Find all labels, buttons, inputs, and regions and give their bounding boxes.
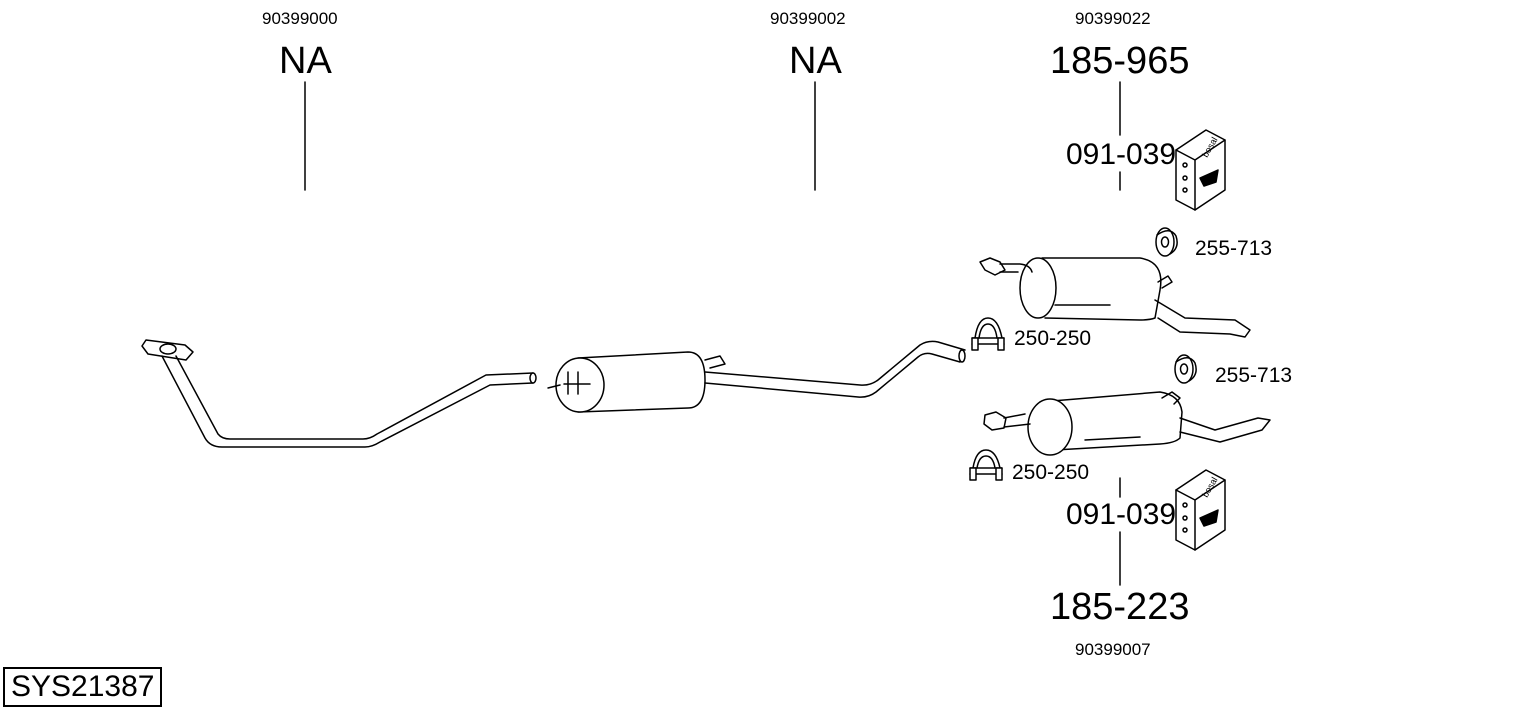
front-pipe-drawing <box>141 339 537 448</box>
center-section-number[interactable]: NA <box>789 40 842 82</box>
hanger-lower-drawing <box>1174 354 1197 384</box>
clamp-upper-label[interactable]: 250-250 <box>1014 327 1092 350</box>
clamp-upper-drawing <box>971 317 1005 351</box>
hanger-upper-label[interactable]: 255-713 <box>1195 237 1273 260</box>
kit-box-upper-icon <box>1175 129 1226 211</box>
rear-silencer-lower-drawing <box>983 391 1271 456</box>
rear-upper-number[interactable]: 185-965 <box>1050 40 1190 82</box>
rear-lower-kit[interactable]: 091-039 <box>1066 498 1177 531</box>
hanger-lower-label[interactable]: 255-713 <box>1215 364 1293 387</box>
kit-box-lower-icon <box>1175 469 1226 551</box>
clamp-lower-drawing <box>969 449 1003 481</box>
front-pipe-number[interactable]: NA <box>279 40 332 82</box>
rear-silencer-upper-drawing <box>979 257 1251 338</box>
rear-lower-number[interactable]: 185-223 <box>1050 586 1190 628</box>
rear-lower-oem: 90399007 <box>1075 640 1151 659</box>
hanger-upper-drawing <box>1155 227 1178 257</box>
clamp-lower-label[interactable]: 250-250 <box>1012 461 1090 484</box>
center-section-oem: 90399002 <box>770 9 846 28</box>
center-section-drawing <box>547 340 966 413</box>
rear-upper-kit[interactable]: 091-039 <box>1066 138 1177 171</box>
system-id-box: SYS21387 <box>3 667 163 707</box>
front-pipe-oem: 90399000 <box>262 9 338 28</box>
rear-upper-oem: 90399022 <box>1075 9 1151 28</box>
